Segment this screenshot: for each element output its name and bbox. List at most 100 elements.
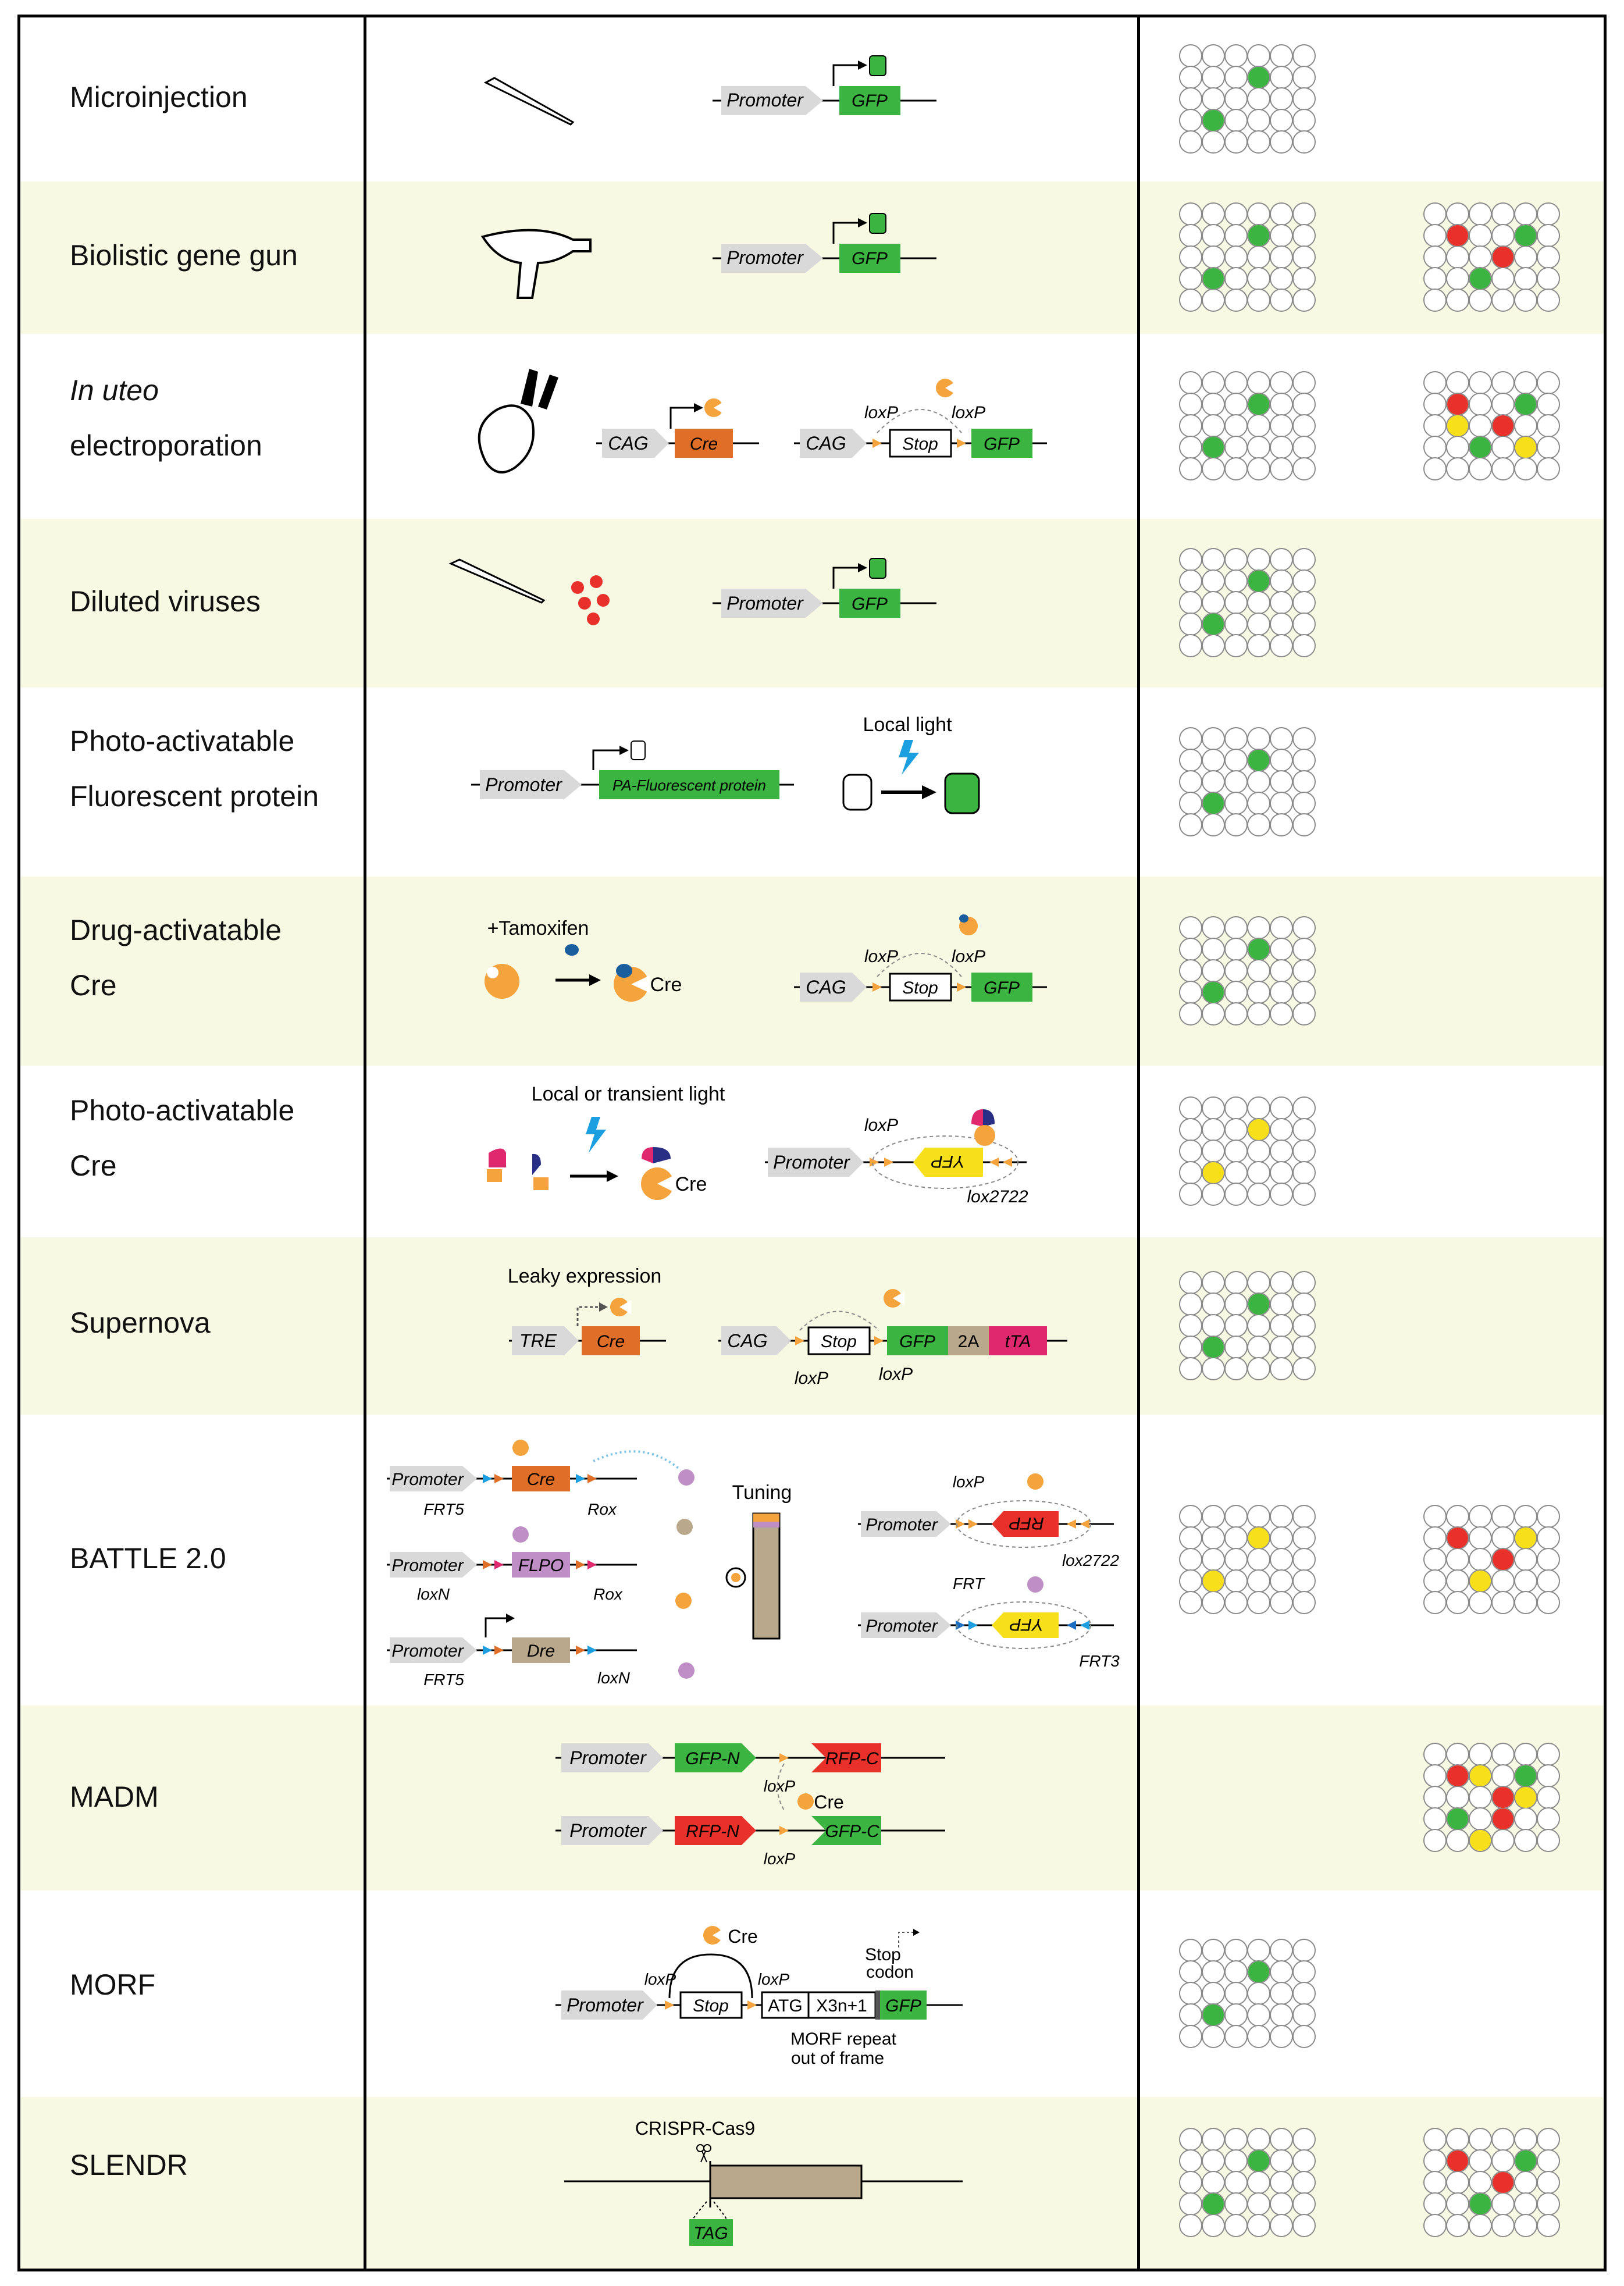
cell (1270, 109, 1293, 132)
labeled-cell (1447, 2150, 1468, 2171)
svg-text:Cre: Cre (675, 1173, 707, 1195)
cell (1514, 1807, 1537, 1831)
cell (1224, 1505, 1248, 1528)
svg-text:Promoter: Promoter (569, 1747, 647, 1768)
cell (1224, 1139, 1248, 1163)
svg-text:Promoter: Promoter (391, 1470, 464, 1489)
cell (1423, 457, 1447, 480)
cell (1202, 813, 1225, 836)
cell (1202, 569, 1225, 593)
svg-text:FLPO: FLPO (518, 1556, 564, 1575)
cell (1514, 289, 1537, 312)
svg-text:Stop: Stop (902, 435, 938, 454)
cell (1179, 371, 1202, 394)
cell (1202, 959, 1225, 982)
cell (1423, 1526, 1447, 1550)
cell (1292, 1960, 1316, 1984)
cell (1446, 457, 1469, 480)
cell (1292, 436, 1316, 459)
cell (1537, 1548, 1560, 1571)
svg-text:Promoter: Promoter (485, 774, 562, 795)
cell (1224, 2213, 1248, 2237)
cell (1202, 1292, 1225, 1316)
cell (1292, 393, 1316, 416)
cell (1514, 1743, 1537, 1766)
construct-diagram: Cre Promoter Stop ATG X3n+1 GFP loxP lox… (555, 1926, 963, 2068)
cell (1202, 202, 1225, 226)
labeled-cell (1248, 225, 1269, 246)
cell (1202, 1182, 1225, 1206)
svg-text:loxP: loxP (879, 1365, 913, 1384)
gene-gun-icon (480, 229, 592, 299)
cell (1270, 457, 1293, 480)
labeled-cell (1447, 415, 1468, 436)
cell (1247, 634, 1270, 657)
cell (1270, 224, 1293, 247)
cell (1423, 1786, 1447, 1809)
labeled-cell (1470, 1830, 1491, 1851)
cell (1537, 414, 1560, 437)
cell (1224, 2170, 1248, 2194)
cell (1179, 569, 1202, 593)
cell (1270, 267, 1293, 290)
cell (1446, 1829, 1469, 1852)
cell (1202, 44, 1225, 67)
cell (1292, 1096, 1316, 1120)
cell (1270, 1960, 1293, 1984)
cell (1292, 2170, 1316, 2194)
cell (1247, 2024, 1270, 2048)
labeled-cell (1203, 614, 1224, 635)
cell (1537, 1829, 1560, 1852)
svg-text:loxP: loxP (952, 403, 985, 422)
cell (1491, 1591, 1515, 1614)
cell (1179, 916, 1202, 939)
cell (1292, 202, 1316, 226)
cell (1292, 1938, 1316, 1962)
cell (1224, 727, 1248, 750)
cell (1247, 813, 1270, 836)
cell-grid (1179, 371, 1316, 480)
row-drug-activatable-cre: Drug-activatable Cre +Tamoxifen Cre CAG … (20, 877, 1604, 1066)
cell (1247, 727, 1270, 750)
labeled-cell (1470, 437, 1491, 458)
labeled-cell (1447, 394, 1468, 415)
cell (1292, 1335, 1316, 1359)
cell (1224, 770, 1248, 793)
cag-arrow: CAG (800, 429, 867, 458)
stop-box: Stop (889, 973, 952, 1002)
cell (1423, 393, 1447, 416)
method-label-2: Cre (70, 969, 117, 1002)
cell (1270, 202, 1293, 226)
svg-text:RFP-C: RFP-C (825, 1749, 879, 1768)
svg-text:Promoter: Promoter (569, 1820, 647, 1841)
svg-text:loxP: loxP (864, 1116, 898, 1135)
cell (1292, 1160, 1316, 1184)
cell (1537, 2192, 1560, 2216)
cell (1179, 245, 1202, 269)
stop-box: Stop (807, 1326, 871, 1355)
cell (1224, 289, 1248, 312)
cell (1224, 1356, 1248, 1380)
cell (1224, 87, 1248, 111)
cell (1247, 613, 1270, 636)
cell (1179, 770, 1202, 793)
method-label: Biolistic gene gun (70, 239, 298, 272)
cell (1423, 289, 1447, 312)
cell (1292, 1117, 1316, 1141)
cell (1446, 1505, 1469, 1528)
cell (1292, 2024, 1316, 2048)
cell (1423, 1548, 1447, 1571)
construct-diagram: +Tamoxifen Cre CAG Stop GFP loxP loxP (485, 914, 1047, 1002)
cell (1202, 1270, 1225, 1294)
promoter-arrow: Promoter (721, 86, 823, 115)
light-bolt-icon (899, 740, 919, 775)
cell (1247, 371, 1270, 394)
cell (1247, 2192, 1270, 2216)
cell (1202, 87, 1225, 111)
cell-grid (1423, 371, 1560, 480)
cell (1224, 66, 1248, 89)
cag-arrow: CAG (602, 429, 669, 458)
cell (1446, 2170, 1469, 2194)
cell (1247, 1548, 1270, 1571)
cell (1292, 1270, 1316, 1294)
